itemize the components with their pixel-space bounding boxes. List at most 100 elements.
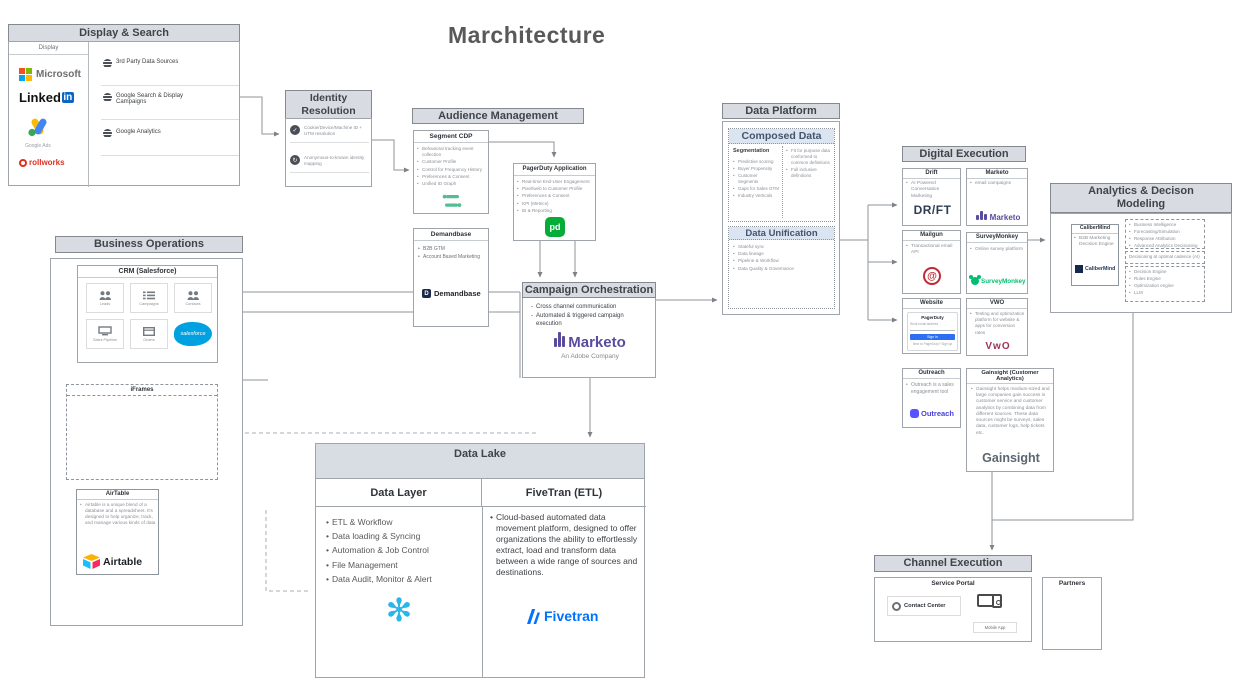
pagerduty-title: PagerDuty Application — [514, 164, 595, 176]
bullet: Advanced Analytics Decisioning — [1129, 243, 1201, 249]
gainsight-box: Gainsight (Customer Analytics) Gainsight… — [966, 368, 1054, 472]
identity-item-label: Cookie/Device/Machine ID + UTM resolutio… — [304, 125, 363, 137]
display-item-label: Google Search & Display Campaigns — [116, 93, 184, 105]
bullet: Business Intelligence — [1129, 222, 1201, 228]
identity-resolution-header: Identity Resolution — [285, 90, 372, 119]
drift-title: Drift — [903, 169, 960, 179]
calibermind-box: CaliberMind B2B Marketing Decision Engin… — [1071, 224, 1119, 286]
bullet: Rules Engine — [1129, 276, 1201, 282]
display-item: Google Analytics — [101, 126, 239, 156]
data-platform-section: Composed Data Segmentation Predictive sc… — [722, 121, 840, 315]
bullet: Predictive scoring — [733, 159, 779, 165]
calibermind-icon — [1075, 265, 1083, 273]
google-ads-logo: Google Ads — [25, 116, 51, 149]
surveymonkey-box: SurveyMonkey Online survey platform Surv… — [966, 232, 1028, 294]
surveymonkey-logo: SurveyMonkey — [969, 275, 1025, 285]
display-panel: Display Microsoft Linked in Google Ads r… — [9, 42, 89, 187]
bullet: Fit for purpose data conformed to common… — [786, 148, 832, 166]
bullet: AI Powered Conversation Marketing — [906, 181, 959, 200]
tile-label: Orders — [143, 337, 155, 342]
channel-execution-header: Channel Execution — [874, 555, 1032, 572]
bullet: Data lineage — [733, 251, 831, 257]
bullet: Data loading & Syncing — [326, 530, 476, 543]
microsoft-wordmark: Microsoft — [36, 69, 81, 80]
marketo-logo: Marketo An Adobe Company — [523, 332, 657, 360]
mobile-app-label: Mobile App — [973, 622, 1017, 633]
outreach-title: Outreach — [903, 369, 960, 379]
iframes-box: iFrames — [66, 384, 218, 480]
people-icon — [99, 290, 111, 300]
refresh-icon: ↻ — [290, 155, 300, 165]
segmentation-label: Segmentation — [733, 148, 770, 154]
bullet: Preferences & Consent — [417, 174, 487, 180]
bullet: Industry Verticals — [733, 193, 779, 199]
snowflake-logo: ✻ — [385, 592, 413, 628]
google-ads-icon — [28, 118, 47, 137]
login-heading: PagerDuty — [921, 315, 944, 320]
mailgun-box: Mailgun Transactional email API @ — [902, 230, 961, 294]
analytics-note-box: Decisioning at optimal cadence (AI) — [1125, 251, 1205, 264]
display-item: Google Search & Display Campaigns — [101, 90, 239, 120]
data-unification-title: Data Unification — [729, 227, 834, 240]
segment-cdp-box: Segment CDP Behavioral tracking event co… — [413, 130, 489, 214]
bullet: Pipeline & Workflow — [733, 258, 831, 264]
browser-icon — [143, 326, 155, 336]
crm-tile-contacts: Contacts — [174, 283, 212, 313]
demandbase-wordmark: Demandbase — [434, 289, 481, 298]
login-footer: New to PagerDuty? Sign up — [912, 342, 953, 346]
crm-tile-sales-pipeline: Sales Pipeline — [86, 319, 124, 349]
fivetran-column-title: FiveTran (ETL) — [482, 479, 646, 507]
identity-resolution-section: ✓ Cookie/Device/Machine ID + UTM resolut… — [285, 118, 372, 187]
tile-label: Campaigns — [139, 301, 159, 306]
outreach-logo: Outreach — [910, 409, 954, 418]
vwo-logo: VwO — [985, 341, 1011, 352]
linkedin-wordmark: Linked — [19, 90, 61, 105]
bullet: Decision Engine — [1129, 269, 1201, 275]
airtable-logo: Airtable — [83, 554, 142, 569]
data-unification-box: Data Unification Stateful sync Data line… — [728, 226, 835, 309]
bullet: Automation & Job Control — [326, 544, 476, 557]
bullet: Full inclusive definitions — [786, 167, 832, 179]
demandbase-title: Demandbase — [414, 229, 488, 241]
fivetran-icon — [527, 609, 540, 624]
bullet: LLM — [1129, 290, 1201, 296]
monitor-icon — [98, 326, 112, 336]
fivetran-wordmark: Fivetran — [544, 607, 599, 624]
sign-in-button-mock: Sign in — [910, 334, 955, 340]
devices-icon — [977, 594, 1002, 608]
login-label: Work email address — [910, 322, 939, 326]
digital-execution-header: Digital Execution — [902, 146, 1026, 162]
airtable-title: AirTable — [77, 490, 158, 500]
bullet: ETL & Workflow — [326, 516, 476, 529]
crm-title: CRM (Salesforce) — [78, 266, 217, 278]
bullet: Customer Profile — [417, 159, 487, 165]
bullet: KPI (Metrics) — [517, 201, 594, 207]
display-item-label: 3rd Party Data Sources — [116, 59, 179, 65]
composed-data-title: Composed Data — [729, 129, 834, 144]
data-lake-section: Data Lake Data Layer FiveTran (ETL) ETL … — [315, 443, 646, 678]
calibermind-title: CaliberMind — [1072, 225, 1118, 234]
display-item-label: Google Analytics — [116, 129, 161, 135]
contact-center-icon — [892, 601, 901, 611]
analytics-engines-box: Decision Engine Rules Engine Optimizatio… — [1125, 266, 1205, 302]
email-input-mock — [910, 327, 955, 331]
campaign-orchestration-header: Campaign Orchestration — [522, 282, 656, 298]
analytics-section: CaliberMind B2B Marketing Decision Engin… — [1050, 213, 1232, 313]
analytics-header: Analytics & Decison Modeling — [1050, 183, 1232, 213]
bullet: Online survey platform — [970, 247, 1026, 254]
business-operations-header: Business Operations — [55, 236, 243, 253]
analytics-capabilities-box: Business Intelligence Forecasting/Simula… — [1125, 219, 1205, 249]
bullet: Data Audit, Monitor & Alert — [326, 573, 476, 586]
people-icon — [187, 290, 199, 300]
data-lake-title: Data Lake — [316, 444, 644, 479]
pagerduty-application-box: PagerDuty Application Real-time End-User… — [513, 163, 596, 241]
data-layer-title: Data Layer — [316, 479, 482, 507]
database-icon — [103, 59, 112, 68]
airtable-description: Airtable is a unique blend of a database… — [80, 502, 157, 526]
vwo-box: VWO Testing and optimization platform fo… — [966, 298, 1028, 356]
bullet: File Management — [326, 559, 476, 572]
microsoft-logo: Microsoft — [19, 68, 81, 81]
adobe-company-subtitle: An Adobe Company — [561, 353, 619, 360]
airtable-icon — [83, 554, 100, 569]
tile-label: Leads — [99, 301, 111, 306]
